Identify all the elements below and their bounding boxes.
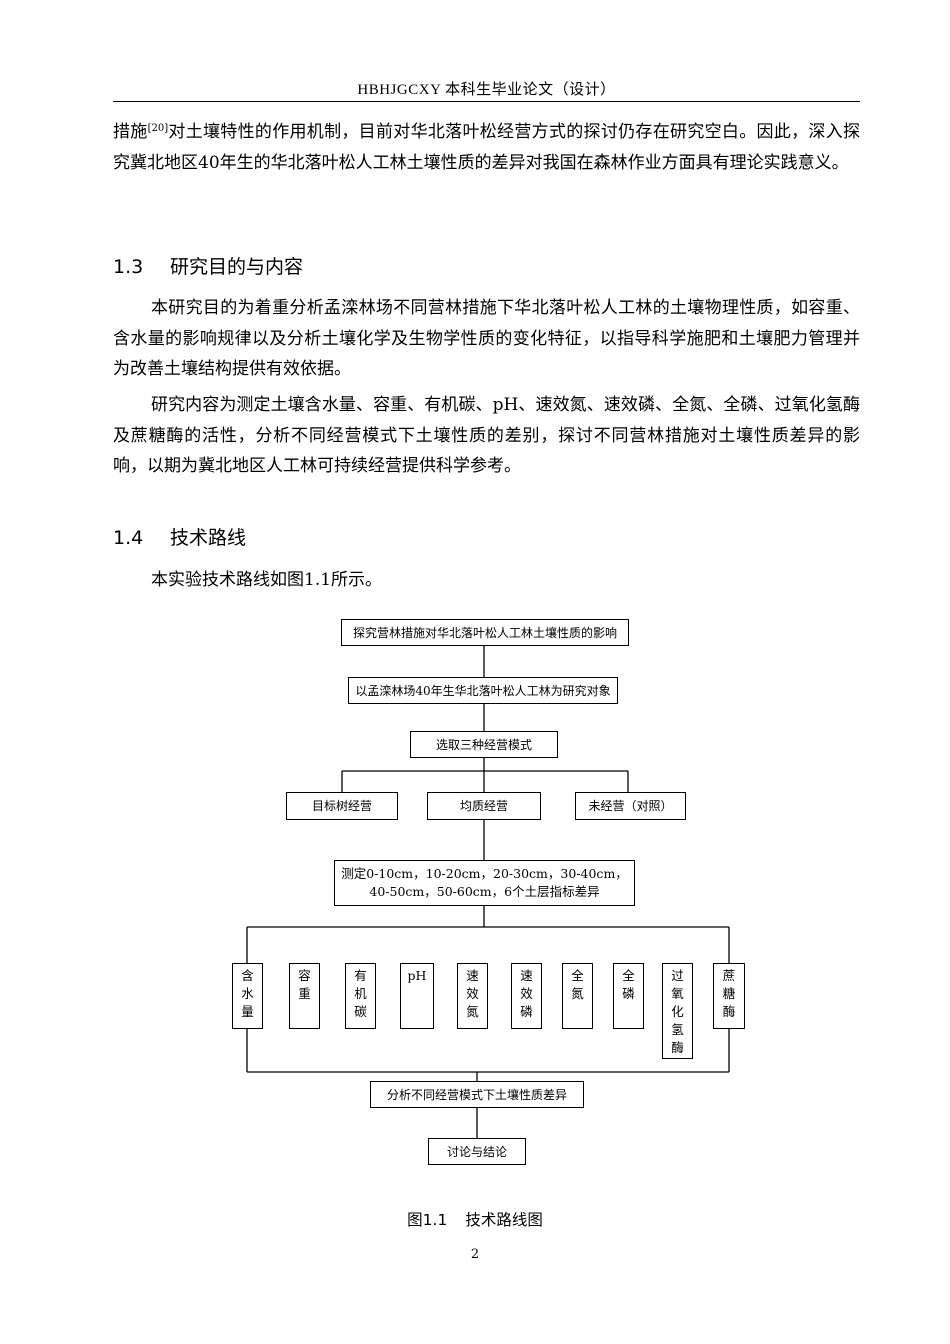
- intro-paragraph: 措施[20]对土壤特性的作用机制，目前对华北落叶松经营方式的探讨仍存在研究空白。…: [113, 117, 860, 178]
- indicator-available-nitrogen: 速效氮: [457, 963, 488, 1029]
- indicator-label: pH: [407, 968, 427, 983]
- indicator-label: 有机碳: [354, 968, 367, 1019]
- mode-uniform: 均质经营: [427, 792, 541, 820]
- indicator-water-content: 含水量: [232, 963, 263, 1029]
- indicator-label: 过氧化氢酶: [671, 968, 684, 1055]
- mode-target-tree: 目标树经营: [286, 792, 398, 820]
- indicator-sucrase: 蔗糖酶: [713, 963, 745, 1029]
- indicator-organic-carbon: 有机碳: [345, 963, 376, 1029]
- header-rule: [113, 101, 860, 102]
- indicator-label: 含水量: [241, 968, 254, 1019]
- section-title: 技术路线: [170, 527, 247, 549]
- route-intro-paragraph: 本实验技术路线如图1.1所示。: [151, 570, 383, 590]
- citation-ref[interactable]: [20]: [147, 123, 169, 134]
- intro-text-rest: 对土壤特性的作用机制，目前对华北落叶松经营方式的探讨仍存在研究空白。因此，深入探…: [113, 122, 860, 173]
- section-heading-1-4: 1.4 技术路线: [113, 523, 246, 550]
- flow-step-research-goal: 探究营林措施对华北落叶松人工林土壤性质的影响: [341, 619, 629, 646]
- indicator-label: 速效磷: [520, 968, 533, 1019]
- flow-step-discussion: 讨论与结论: [428, 1138, 526, 1165]
- flow-step-select-modes: 选取三种经营模式: [410, 731, 558, 758]
- page-number: 2: [470, 1247, 480, 1262]
- indicator-label: 全磷: [622, 968, 635, 1001]
- flow-step-research-object: 以孟滦林场40年生华北落叶松人工林为研究对象: [348, 677, 618, 704]
- intro-text-start: 措施: [113, 122, 148, 142]
- content-paragraph: 研究内容为测定土壤含水量、容重、有机碳、pH、速效氮、速效磷、全氮、全磷、过氧化…: [113, 395, 860, 476]
- indicator-total-phosphorus: 全磷: [613, 963, 644, 1029]
- measure-line-2: 40-50cm，50-60cm，6个土层指标差异: [369, 884, 600, 899]
- section-number: 1.3: [113, 256, 144, 278]
- section-title: 研究目的与内容: [170, 256, 304, 278]
- indicator-total-nitrogen: 全氮: [562, 963, 593, 1029]
- indicator-bulk-density: 容重: [289, 963, 320, 1029]
- indicator-available-phosphorus: 速效磷: [511, 963, 542, 1029]
- indicator-label: 全氮: [571, 968, 584, 1001]
- figure-title: 技术路线图: [465, 1211, 543, 1229]
- purpose-paragraph: 本研究目的为着重分析孟滦林场不同营林措施下华北落叶松人工林的土壤物理性质，如容重…: [113, 298, 860, 379]
- mode-unmanaged-control: 未经营（对照）: [575, 792, 686, 820]
- indicator-label: 容重: [298, 968, 311, 1001]
- flow-step-measure-layers: 测定0-10cm，10-20cm，20-30cm，30-40cm， 40-50c…: [334, 860, 635, 906]
- indicator-label: 速效氮: [466, 968, 479, 1019]
- figure-caption: 图1.1 技术路线图: [0, 1208, 950, 1230]
- indicator-catalase: 过氧化氢酶: [662, 963, 693, 1059]
- flow-step-analyze-differences: 分析不同经营模式下土壤性质差异: [370, 1081, 584, 1108]
- section-heading-1-3: 1.3 研究目的与内容: [113, 252, 303, 279]
- measure-line-1: 测定0-10cm，10-20cm，20-30cm，30-40cm，: [341, 866, 628, 881]
- running-header: HBHJGCXY 本科生毕业论文（设计）: [357, 82, 616, 98]
- indicator-label: 蔗糖酶: [722, 968, 736, 1019]
- figure-number: 图1.1: [407, 1211, 448, 1229]
- indicator-ph: pH: [400, 963, 434, 1029]
- section-number: 1.4: [113, 527, 144, 549]
